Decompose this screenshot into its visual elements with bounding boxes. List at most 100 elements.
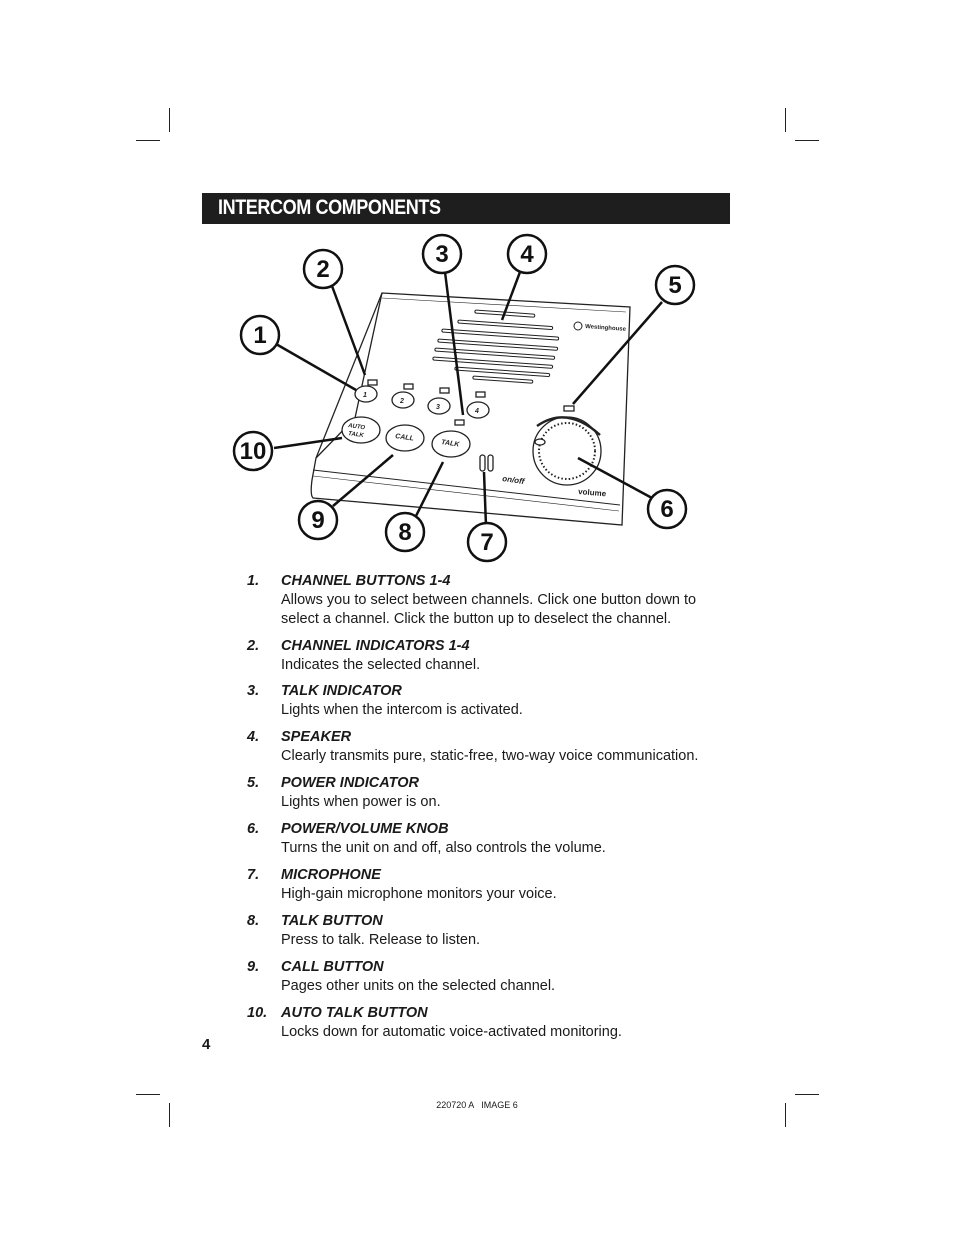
section-header: INTERCOM COMPONENTS: [202, 193, 730, 224]
item-description: select a channel. Click the button up to…: [281, 611, 672, 627]
onoff-label: on/off: [502, 474, 526, 486]
callout-7: 7: [466, 521, 508, 563]
svg-text:1: 1: [253, 322, 266, 349]
speaker-grille: [432, 309, 560, 384]
component-item: 3. TALK INDICATOR Lights when the interc…: [247, 682, 737, 720]
svg-text:6: 6: [660, 496, 673, 523]
channel-indicator: [439, 387, 450, 394]
callout-10: 10: [232, 430, 274, 472]
channel-indicator: [475, 391, 486, 398]
item-title: MICROPHONE: [281, 867, 381, 883]
component-item: 9. CALL BUTTON Pages other units on the …: [247, 958, 737, 996]
item-number: 8.: [247, 913, 260, 929]
talk-button: [431, 430, 471, 458]
item-title: CHANNEL BUTTONS 1-4: [281, 573, 451, 589]
brand-logo-icon: [573, 321, 583, 331]
item-description: Indicates the selected channel.: [281, 657, 481, 673]
crop-mark: [785, 1103, 786, 1127]
svg-text:9: 9: [311, 507, 324, 534]
item-title: AUTO TALK BUTTON: [281, 1005, 428, 1021]
svg-text:8: 8: [398, 519, 411, 546]
component-item: 4. SPEAKER Clearly transmits pure, stati…: [247, 728, 737, 766]
item-description: High-gain microphone monitors your voice…: [281, 886, 557, 902]
item-description: Lights when the intercom is activated.: [281, 702, 523, 718]
auto-talk-button: [341, 416, 381, 444]
microphone: [479, 454, 486, 472]
svg-text:5: 5: [668, 272, 681, 299]
crop-mark: [136, 1094, 160, 1095]
item-title: CHANNEL INDICATORS 1-4: [281, 638, 470, 654]
component-item: 7. MICROPHONE High-gain microphone monit…: [247, 866, 737, 904]
callout-4: 4: [506, 233, 548, 275]
channel-button: [427, 397, 451, 415]
item-description: Lights when power is on.: [281, 794, 441, 810]
item-title: POWER INDICATOR: [281, 775, 420, 791]
crop-mark: [169, 108, 170, 132]
intercom-device: [310, 292, 631, 526]
talk-button-label: TALK: [441, 439, 461, 449]
channel-button: [391, 391, 415, 409]
talk-indicator: [454, 419, 465, 426]
power-indicator: [563, 405, 575, 412]
channel-3-label: 3: [436, 404, 440, 411]
item-title: SPEAKER: [281, 729, 352, 745]
callout-5: 5: [654, 264, 696, 306]
page-number: 4: [202, 1036, 211, 1053]
crop-mark: [795, 1094, 819, 1095]
component-list: 1. CHANNEL BUTTONS 1-4 Allows you to sel…: [247, 572, 737, 1042]
component-item: 1. CHANNEL BUTTONS 1-4 Allows you to sel…: [247, 572, 737, 629]
item-title: TALK BUTTON: [281, 913, 383, 929]
component-item: 10. AUTO TALK BUTTON Locks down for auto…: [247, 1004, 737, 1042]
item-number: 10.: [247, 1005, 268, 1021]
svg-text:7: 7: [480, 529, 493, 556]
channel-button: [354, 385, 378, 403]
volume-label: volume: [578, 487, 607, 498]
svg-text:4: 4: [520, 241, 534, 268]
callout-2: 2: [302, 248, 344, 290]
channel-1-label: 1: [363, 392, 367, 399]
item-number: 7.: [247, 867, 260, 883]
component-item: 8. TALK BUTTON Press to talk. Release to…: [247, 912, 737, 950]
item-title: POWER/VOLUME KNOB: [281, 821, 449, 837]
item-number: 1.: [247, 573, 260, 589]
intercom-diagram: Westinghouse AUTO TALK CALL TALK on/off …: [230, 230, 710, 570]
call-label: CALL: [395, 433, 414, 443]
crop-mark: [795, 140, 819, 141]
callout-8: 8: [384, 511, 426, 553]
item-description: Allows you to select between channels. C…: [281, 592, 697, 608]
component-item: 2. CHANNEL INDICATORS 1-4 Indicates the …: [247, 637, 737, 675]
item-title: TALK INDICATOR: [281, 683, 402, 699]
talk-label: TALK: [348, 431, 365, 439]
callout-3: 3: [421, 233, 463, 275]
item-description: Locks down for automatic voice-activated…: [281, 1024, 622, 1040]
channel-button: [466, 401, 490, 419]
callout-6: 6: [646, 488, 688, 530]
item-number: 5.: [247, 775, 260, 791]
item-description: Pages other units on the selected channe…: [281, 978, 556, 994]
item-number: 4.: [247, 729, 260, 745]
svg-text:10: 10: [240, 438, 267, 465]
channel-2-label: 2: [399, 398, 404, 405]
brand-logo-text: Westinghouse: [585, 324, 627, 333]
call-button: [385, 424, 425, 452]
component-item: 5. POWER INDICATOR Lights when power is …: [247, 774, 737, 812]
channel-4-label: 4: [474, 408, 479, 415]
item-number: 2.: [247, 638, 260, 654]
section-title: INTERCOM COMPONENTS: [218, 196, 441, 219]
callout-9: 9: [297, 499, 339, 541]
channel-indicator: [367, 379, 378, 386]
item-description: Press to talk. Release to listen.: [281, 932, 481, 948]
item-description: Clearly transmits pure, static-free, two…: [281, 748, 699, 764]
item-number: 3.: [247, 683, 260, 699]
channel-indicator: [403, 383, 414, 390]
item-description: Turns the unit on and off, also controls…: [281, 840, 606, 856]
item-number: 9.: [247, 959, 260, 975]
component-item: 6. POWER/VOLUME KNOB Turns the unit on a…: [247, 820, 737, 858]
item-number: 6.: [247, 821, 260, 837]
item-title: CALL BUTTON: [281, 959, 384, 975]
crop-mark: [169, 1103, 170, 1127]
callout-1: 1: [239, 314, 281, 356]
footer-code: 220720 A IMAGE 6: [436, 1100, 518, 1110]
svg-text:2: 2: [316, 256, 329, 283]
crop-mark: [785, 108, 786, 132]
